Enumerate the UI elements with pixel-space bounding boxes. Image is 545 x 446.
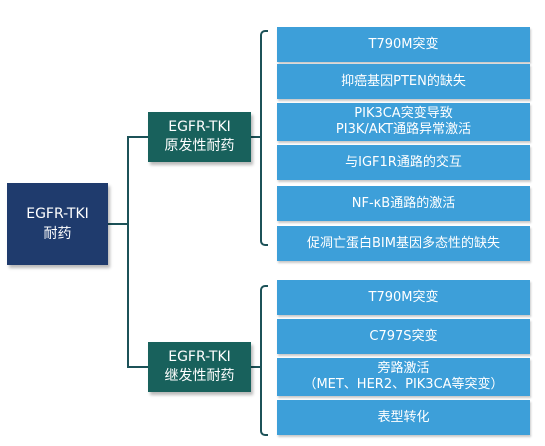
leaf-label: NF-κB通路的激活	[351, 195, 456, 211]
leaf-label-line2: PI3K/AKT通路异常激活	[335, 122, 472, 137]
leaf-label-line1: PIK3CA突变导致	[354, 106, 453, 121]
primary-label-line1: EGFR-TKI	[168, 119, 231, 135]
leaf-label: 促凋亡蛋白BIM基因多态性的缺失	[307, 235, 500, 251]
primary-leaf-pik3ca: PIK3CA突变导致 PI3K/AKT通路异常激活	[277, 103, 530, 141]
primary-connector	[127, 136, 148, 138]
root-label-line1: EGFR-TKI	[26, 206, 89, 222]
leaf-label: C797S突变	[369, 328, 438, 344]
secondary-leaf-bypass: 旁路激活 （MET、HER2、PIK3CA等突变）	[277, 358, 530, 396]
root-node: EGFR-TKI 耐药	[7, 183, 108, 265]
primary-leaf-t790m: T790M突变	[277, 27, 530, 62]
primary-resistance-node: EGFR-TKI 原发性耐药	[148, 112, 251, 162]
leaf-label: 抑癌基因PTEN的缺失	[341, 73, 466, 89]
root-connector	[108, 223, 128, 225]
trunk-connector	[127, 136, 129, 368]
secondary-brace	[260, 285, 268, 436]
leaf-label-line1: 旁路激活	[377, 361, 430, 376]
secondary-resistance-node: EGFR-TKI 继发性耐药	[148, 342, 251, 392]
primary-leaf-pten-loss: 抑癌基因PTEN的缺失	[277, 64, 530, 99]
leaf-label: T790M突变	[368, 36, 439, 52]
primary-brace	[260, 30, 268, 246]
leaf-label: 与IGF1R通路的交互	[345, 154, 462, 170]
leaf-label: T790M突变	[368, 289, 439, 305]
primary-brace-connector	[251, 136, 260, 138]
primary-leaf-igf1r: 与IGF1R通路的交互	[277, 145, 530, 180]
secondary-connector	[127, 366, 148, 368]
secondary-leaf-phenotype: 表型转化	[277, 400, 530, 435]
leaf-label: 表型转化	[377, 409, 430, 425]
primary-leaf-nfkb: NF-κB通路的激活	[277, 186, 530, 221]
secondary-label-line1: EGFR-TKI	[168, 349, 231, 365]
primary-leaf-bim: 促凋亡蛋白BIM基因多态性的缺失	[277, 226, 530, 261]
primary-label-line2: 原发性耐药	[164, 138, 235, 154]
secondary-brace-connector	[251, 366, 260, 368]
leaf-label-line2: （MET、HER2、PIK3CA等突变）	[303, 377, 504, 392]
root-label-line2: 耐药	[43, 226, 72, 242]
secondary-leaf-t790m: T790M突变	[277, 280, 530, 315]
secondary-label-line2: 继发性耐药	[164, 368, 235, 384]
secondary-leaf-c797s: C797S突变	[277, 319, 530, 354]
